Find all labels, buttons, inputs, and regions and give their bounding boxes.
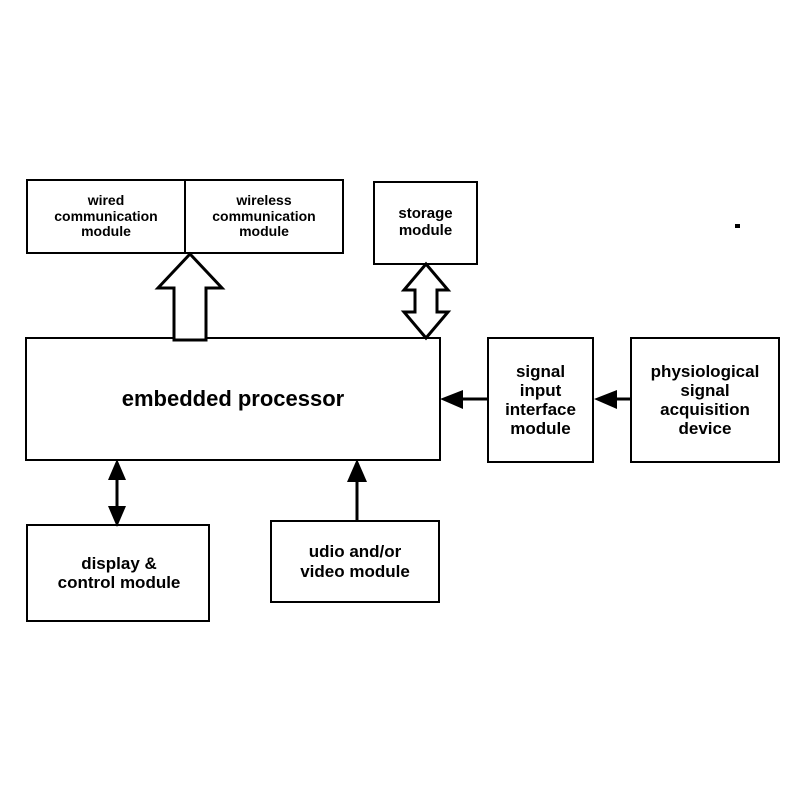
connector-acquisition-to-signal-input-arrow <box>594 390 630 409</box>
node-label-embedded-processor: embedded processor <box>121 385 345 411</box>
node-audio-video-module[interactable]: udio and/or video module <box>270 520 440 603</box>
connector-processor-to-communication-modules-arrow <box>154 251 226 342</box>
node-label-audio-video-module: udio and/or video module <box>300 542 410 581</box>
node-embedded-processor[interactable]: embedded processor <box>25 337 441 461</box>
connector-processor-storage-double-arrow <box>400 261 452 341</box>
communication-modules-group: wired communication module wireless comm… <box>26 179 344 254</box>
node-label-signal-input-interface-module: signal input interface module <box>505 361 576 439</box>
connector-signal-input-to-processor-arrow <box>440 390 487 409</box>
node-label-display-control-module: display & control module <box>57 553 181 592</box>
node-signal-input-interface-module[interactable]: signal input interface module <box>487 337 594 463</box>
node-physiological-signal-acquisition-device[interactable]: physiological signal acquisition device <box>630 337 780 463</box>
scan-speck-artifact <box>735 224 740 228</box>
node-wired-communication-module[interactable]: wired communication module <box>28 181 184 252</box>
connector-audio-video-to-processor-arrow <box>347 459 367 520</box>
node-label-wired-communication-module: wired communication module <box>54 191 158 240</box>
node-label-wireless-communication-module: wireless communication module <box>212 191 316 240</box>
node-label-storage-module: storage module <box>398 205 453 239</box>
node-label-physiological-signal-acquisition-device: physiological signal acquisition device <box>650 361 760 439</box>
connector-processor-display-double-arrow <box>108 459 126 527</box>
node-wireless-communication-module[interactable]: wireless communication module <box>184 181 342 252</box>
node-storage-module[interactable]: storage module <box>373 181 478 265</box>
node-display-control-module[interactable]: display & control module <box>26 524 210 622</box>
